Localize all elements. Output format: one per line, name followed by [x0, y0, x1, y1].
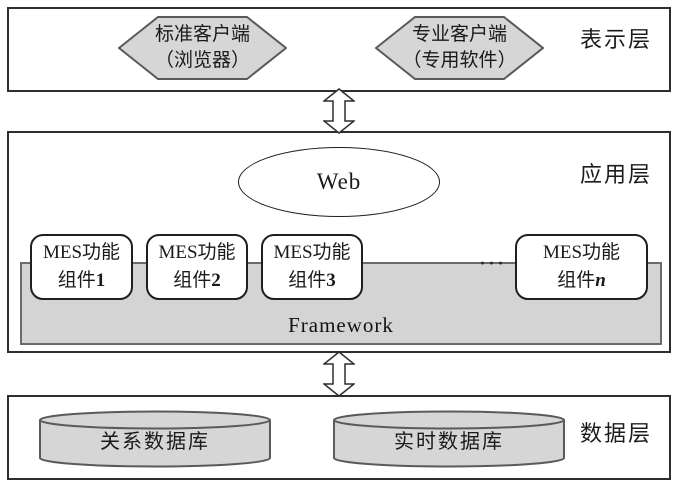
standard-client-hexagon: 标准客户端 （浏览器）	[118, 16, 287, 80]
database-cylinder-icon	[333, 410, 565, 468]
data-layer-label: 数据层	[579, 421, 652, 446]
application-layer: Web 应用层 Framework MES功能 组件1 MES功能 组件2 ME…	[7, 131, 671, 353]
mes-component-n: MES功能 组件n	[515, 234, 648, 300]
mes-component-1-line1: MES功能	[42, 242, 121, 263]
presentation-layer: 标准客户端 （浏览器） 专业客户端 （专用软件） 表示层	[7, 7, 671, 92]
mes-component-n-line2: 组件n	[557, 270, 606, 291]
web-label: Web	[316, 169, 362, 194]
mes-component-1-number: 1	[95, 270, 106, 291]
presentation-application-arrow	[321, 88, 357, 134]
framework-label: Framework	[288, 313, 394, 337]
mes-component-n-number: n	[595, 270, 606, 291]
professional-client-line2: （专用软件）	[402, 50, 517, 71]
standard-client-text: 标准客户端 （浏览器）	[118, 16, 287, 80]
mes-component-n-line1: MES功能	[542, 242, 621, 263]
database-cylinder-icon	[39, 410, 271, 468]
mes-component-3: MES功能 组件3	[261, 234, 363, 300]
professional-client-hexagon: 专业客户端 （专用软件）	[375, 16, 544, 80]
mes-component-3-line1: MES功能	[273, 242, 351, 263]
mes-component-2-line1: MES功能	[158, 242, 236, 263]
mes-component-3-number: 3	[326, 270, 336, 291]
double-arrow-icon	[321, 351, 357, 397]
components-ellipsis: ···	[479, 253, 507, 273]
mes-component-2: MES功能 组件2	[146, 234, 248, 300]
relational-database-cylinder: 关系数据库	[38, 410, 272, 468]
mes-component-2-number: 2	[211, 270, 221, 291]
double-arrow-icon	[321, 88, 357, 134]
presentation-layer-label: 表示层	[579, 27, 652, 52]
application-layer-label: 应用层	[579, 162, 652, 187]
standard-client-line1: 标准客户端	[154, 24, 250, 45]
relational-database-label: 关系数据库	[100, 430, 210, 453]
mes-component-1: MES功能 组件1	[30, 234, 133, 300]
professional-client-text: 专业客户端 （专用软件）	[375, 16, 544, 80]
hexagon-shape-icon	[118, 16, 287, 80]
mes-component-1-line2: 组件1	[57, 270, 106, 291]
realtime-database-label: 实时数据库	[394, 430, 504, 453]
professional-client-line1: 专业客户端	[411, 24, 507, 45]
application-data-arrow	[321, 351, 357, 397]
standard-client-line2: （浏览器）	[154, 50, 250, 71]
data-layer: 关系数据库 实时数据库 数据层	[7, 395, 671, 480]
mes-component-2-line2: 组件2	[173, 270, 221, 291]
web-ellipse: Web	[238, 147, 440, 217]
realtime-database-cylinder: 实时数据库	[332, 410, 566, 468]
hexagon-shape-icon	[375, 16, 544, 80]
mes-component-3-line2: 组件3	[288, 270, 336, 291]
